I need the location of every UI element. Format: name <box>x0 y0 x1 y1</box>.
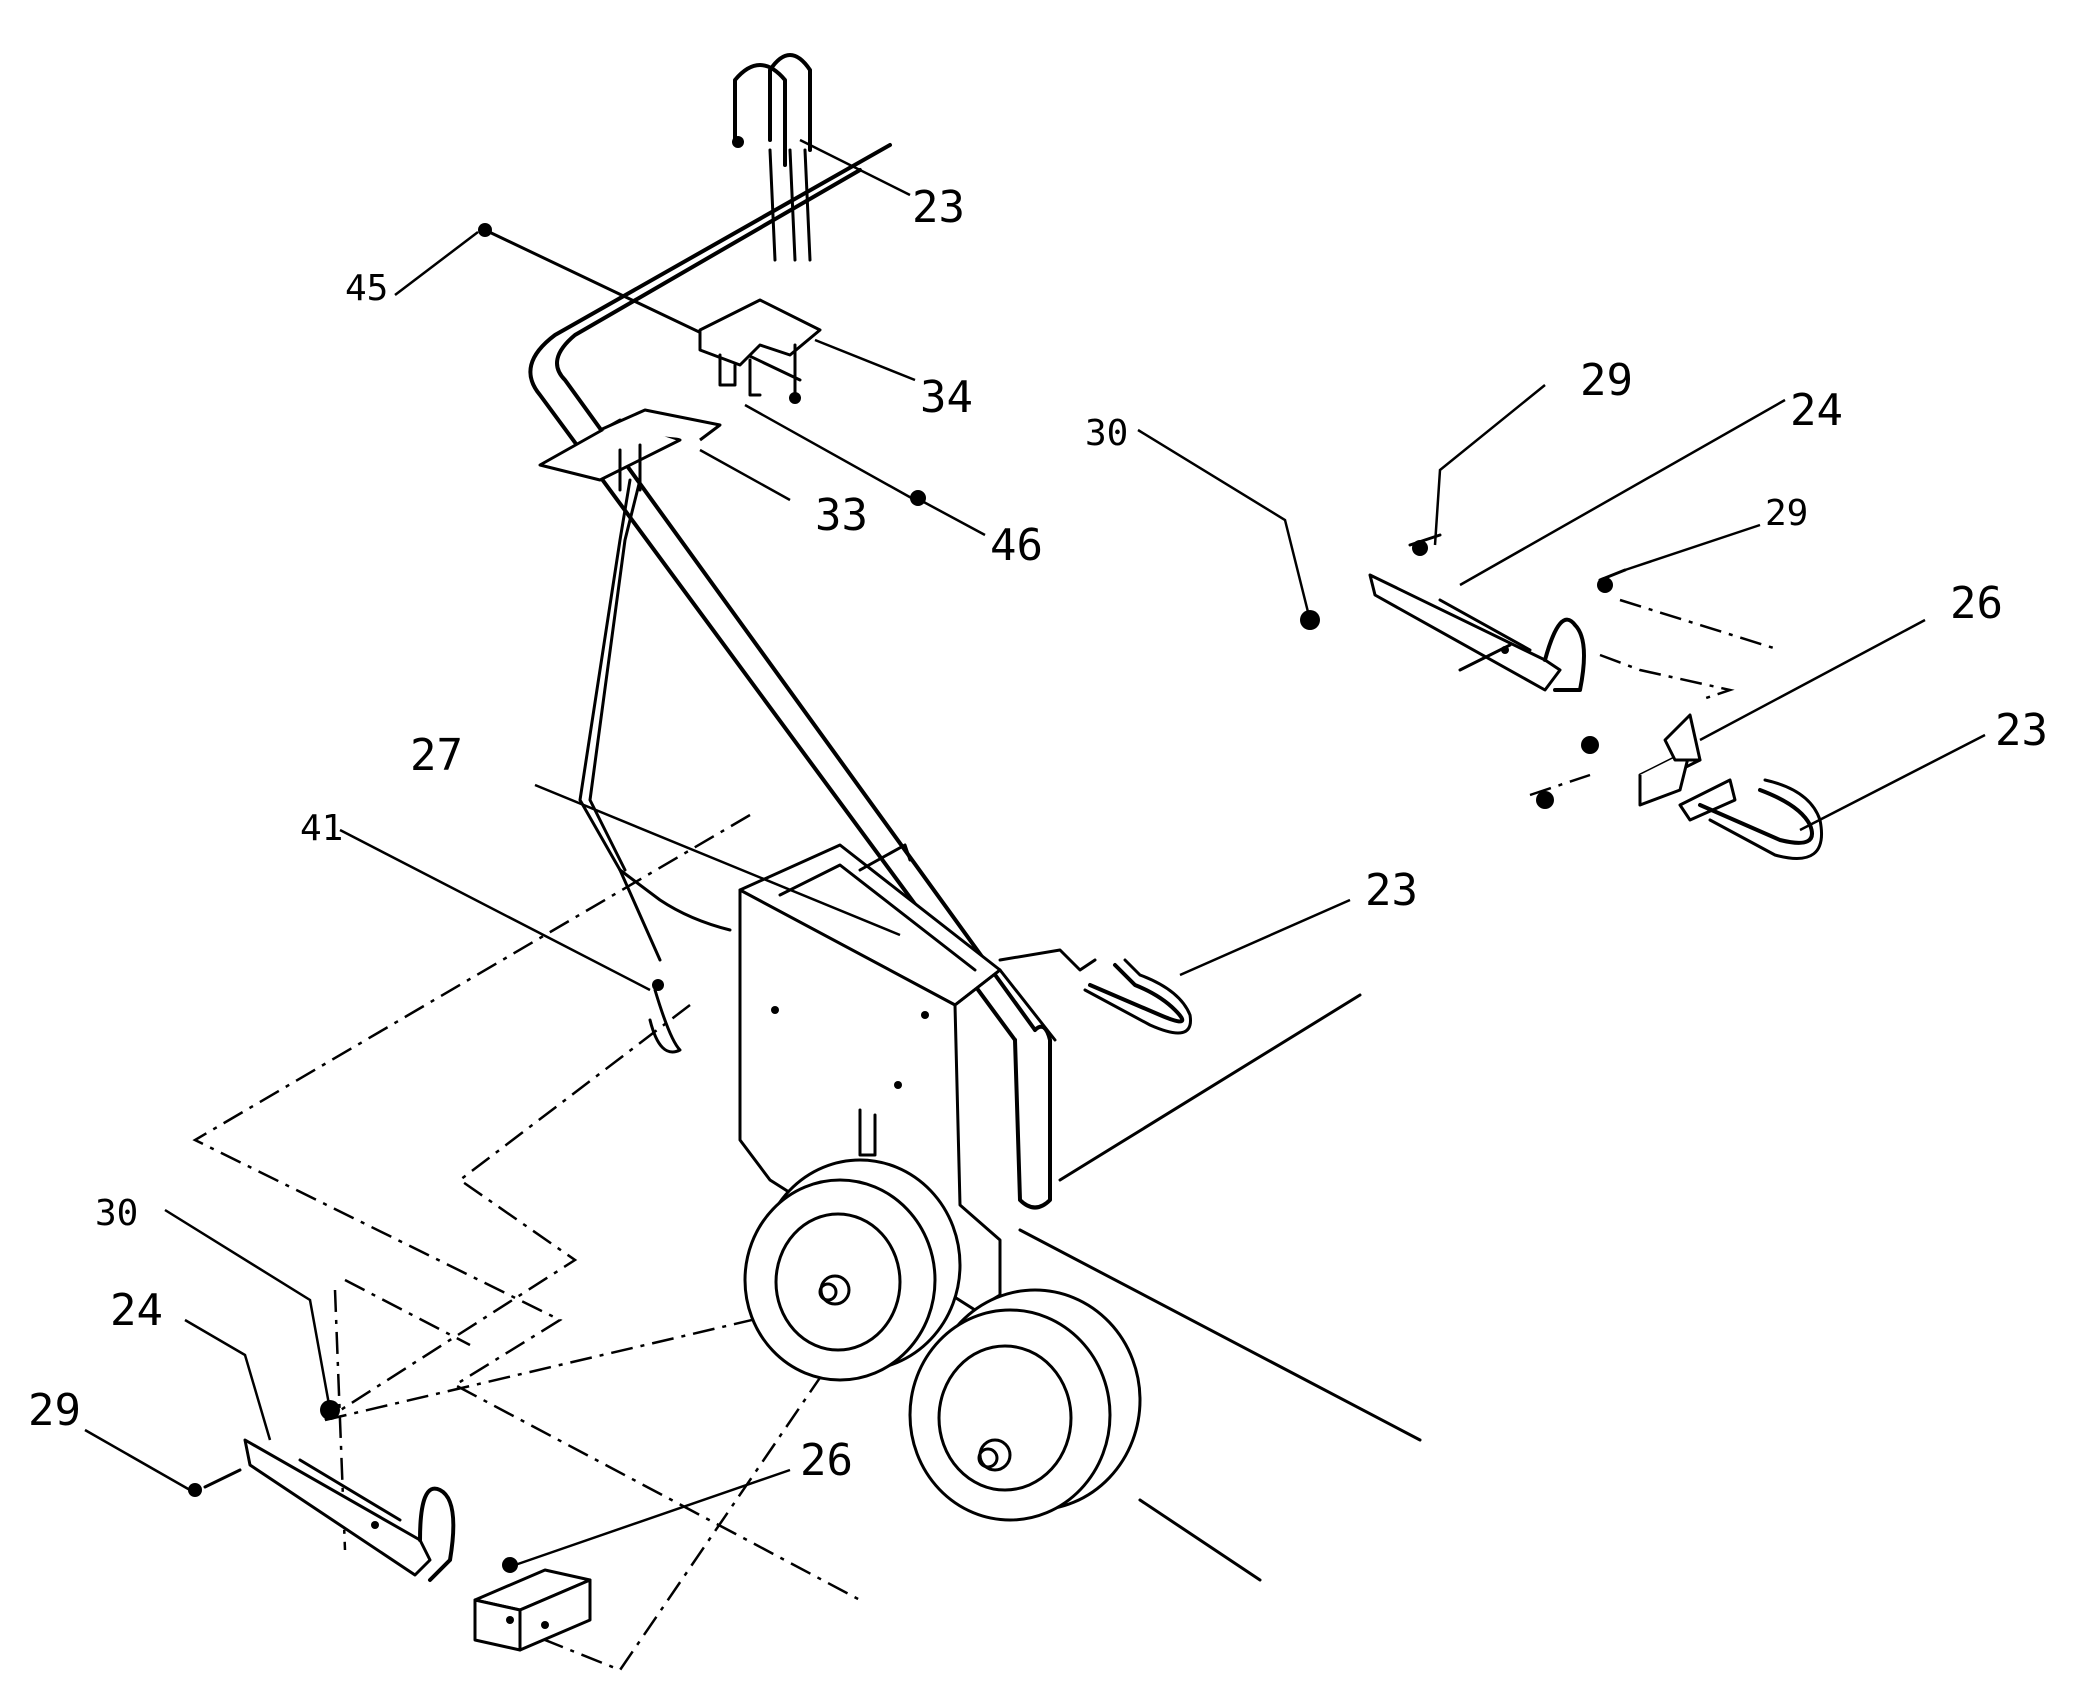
control-cable <box>578 478 732 1054</box>
ground-lines <box>1018 993 1422 1582</box>
callout-23-middle: 23 <box>1365 865 1418 916</box>
callout-45: 45 <box>345 268 388 309</box>
callout-41: 41 <box>300 808 343 849</box>
callout-46: 46 <box>990 520 1043 571</box>
wheel-rear <box>743 1158 962 1382</box>
u-bolt-middle <box>1083 958 1192 1035</box>
callout-29-upper-right: 29 <box>1580 355 1633 406</box>
wheel-front <box>908 1288 1142 1522</box>
callout-34: 34 <box>920 372 973 423</box>
callout-23-right: 23 <box>1995 705 2048 756</box>
bracket-26-left <box>473 1557 592 1652</box>
u-bolt-right <box>1678 778 1823 860</box>
callout-24-left: 24 <box>110 1285 163 1336</box>
bracket-34 <box>698 298 822 404</box>
callout-26-right: 26 <box>1950 578 2003 629</box>
bar-24-right <box>1368 573 1586 692</box>
callout-33: 33 <box>815 490 868 541</box>
callout-30-left: 30 <box>95 1193 138 1234</box>
callout-26-left: 26 <box>800 1435 853 1486</box>
leader-lines <box>84 138 1986 1567</box>
callout-labels: 23 45 34 33 46 29 24 30 29 26 23 27 41 2… <box>28 182 2048 1486</box>
callout-29-right: 29 <box>1765 493 1808 534</box>
throttle-33 <box>538 408 722 492</box>
bracket-26-right <box>1536 713 1702 809</box>
u-bolt-top <box>732 53 812 262</box>
callout-29-left: 29 <box>28 1385 81 1436</box>
callout-23-top: 23 <box>912 182 965 233</box>
bar-24-left <box>188 1400 456 1582</box>
callout-27: 27 <box>410 730 463 781</box>
callout-24-right: 24 <box>1790 385 1843 436</box>
callout-30-right: 30 <box>1085 413 1128 454</box>
